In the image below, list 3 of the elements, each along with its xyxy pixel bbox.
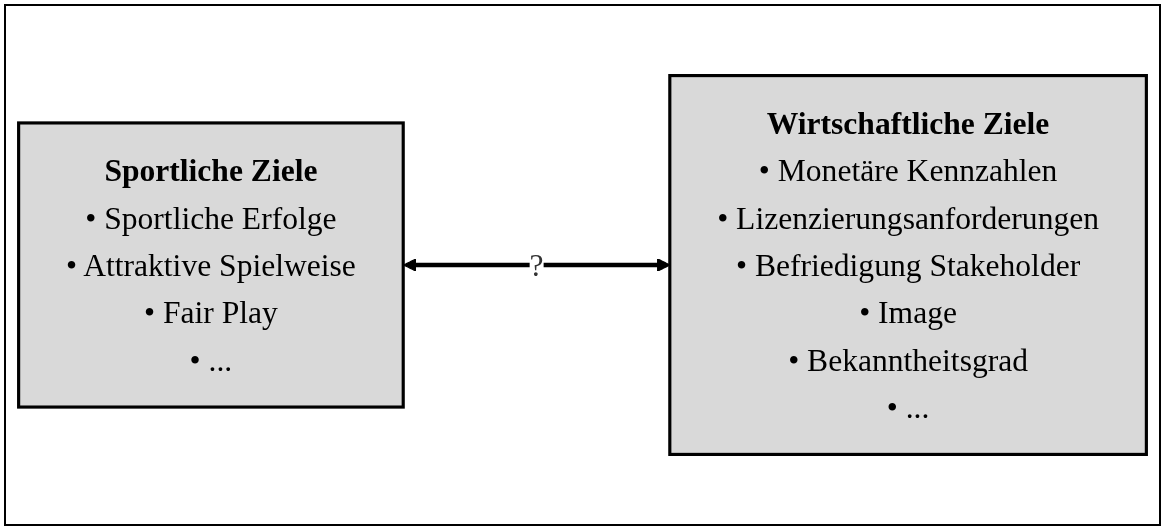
node-box	[17, 121, 405, 409]
diagram-frame: ? Sportliche Ziele • Sportliche Erfolge • Attraktive Spielweise • Fair Play • ... Wirtschaftliche Ziele • Monetäre Kennzahlen • Lizenzierungsanforderungen • Befriedigung Stakeholder • Image • Bekanntheitsgrad • ...	[4, 4, 1161, 526]
node-box	[668, 74, 1148, 456]
